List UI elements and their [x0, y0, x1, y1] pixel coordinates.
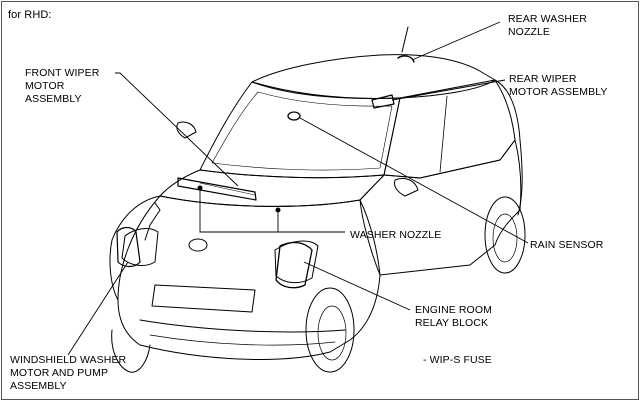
- label-line: REAR WASHER: [508, 13, 587, 25]
- label-line: MOTOR AND PUMP: [10, 367, 109, 379]
- label-line: FRONT WIPER: [25, 67, 100, 79]
- leader-rear-wiper-motor: [391, 79, 506, 101]
- emblem: [188, 238, 208, 252]
- rear-washer-nozzle: [397, 55, 415, 63]
- label-front-wiper-motor: FRONT WIPER MOTOR ASSEMBLY: [25, 67, 99, 106]
- label-line: REAR WIPER: [509, 73, 577, 85]
- front-bumper: [117, 195, 381, 360]
- label-line: NOZZLE: [508, 26, 551, 38]
- rear-wiper-motor: [371, 94, 395, 109]
- label-line: RAIN SENSOR: [530, 239, 604, 251]
- car-body-side: [359, 139, 522, 276]
- side-window: [383, 79, 516, 179]
- label-line: - WIP-S FUSE: [423, 354, 492, 366]
- label-line: RELAY BLOCK: [415, 317, 489, 329]
- diagram-title: for RHD:: [8, 9, 52, 22]
- label-washer-nozzle: WASHER NOZZLE: [350, 229, 441, 242]
- headlamp-right: [274, 240, 319, 284]
- label-rear-washer-nozzle: REAR WASHER NOZZLE: [508, 13, 587, 39]
- front-wiper-motor: [177, 177, 257, 201]
- license-plate: [151, 284, 256, 313]
- label-line: ENGINE ROOM: [415, 304, 492, 316]
- washer-nozzle-left: [197, 185, 203, 191]
- leader-front-wiper-motor: [115, 72, 239, 187]
- label-rear-wiper-motor: REAR WIPER MOTOR ASSEMBLY: [509, 73, 607, 99]
- label-line: WASHER NOZZLE: [350, 229, 442, 241]
- label-line: WINDSHIELD WASHER: [10, 354, 127, 366]
- diagram-title-text: for RHD:: [8, 9, 52, 21]
- label-line: ASSEMBLY: [10, 380, 67, 392]
- label-line: MOTOR ASSEMBLY: [509, 86, 608, 98]
- washer-nozzle-right: [275, 207, 281, 213]
- leader-rear-washer-nozzle: [411, 21, 501, 61]
- label-engine-room-relay-block: ENGINE ROOM RELAY BLOCK: [415, 304, 492, 330]
- antenna: [401, 26, 409, 53]
- rain-sensor: [287, 111, 301, 121]
- label-windshield-washer-motor: WINDSHIELD WASHER MOTOR AND PUMP ASSEMBL…: [10, 354, 126, 393]
- car-roof: [251, 54, 496, 99]
- relay-block: [275, 241, 313, 289]
- windshield: [199, 81, 401, 179]
- front-wheel-right: [305, 287, 355, 373]
- label-rain-sensor: RAIN SENSOR: [530, 239, 603, 252]
- leader-washer-nozzle: [199, 190, 345, 233]
- leader-rain-sensor: [299, 117, 529, 244]
- label-line: ASSEMBLY: [25, 93, 82, 105]
- washer-pump: [116, 226, 141, 268]
- leader-washer-pump: [67, 261, 129, 356]
- label-wip-s-fuse: - WIP-S FUSE: [423, 354, 492, 367]
- front-wheel-left: [111, 329, 151, 373]
- mirror-right: [394, 177, 419, 197]
- leader-relay-block: [303, 261, 411, 311]
- rear-wheel: [484, 196, 526, 274]
- label-line: MOTOR: [25, 80, 65, 92]
